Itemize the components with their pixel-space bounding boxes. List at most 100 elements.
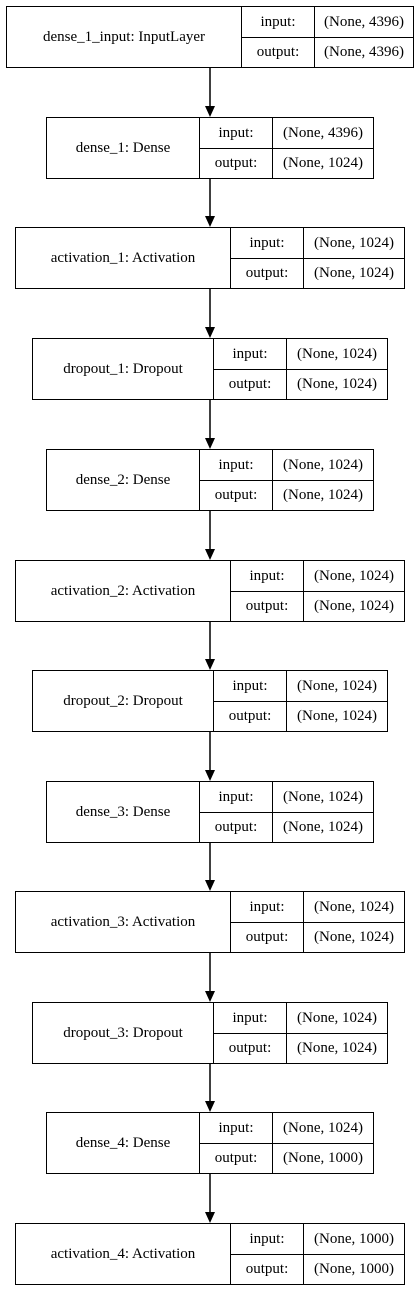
input-label: input:	[214, 671, 287, 701]
layer-name: activation_1: Activation	[16, 228, 231, 288]
output-shape: (None, 1024)	[297, 708, 377, 724]
output-label: output:	[200, 813, 273, 842]
arrow-head	[205, 1101, 215, 1112]
layer-name: activation_3: Activation	[16, 892, 231, 952]
input-row: input: (None, 1024)	[231, 561, 404, 591]
input-label: input:	[231, 228, 304, 258]
output-label: output:	[200, 481, 273, 510]
input-row: input:(None, 1024)	[231, 228, 404, 258]
output-label: output:	[214, 702, 287, 731]
output-row: output:(None, 1024)	[214, 369, 387, 399]
arrow-head	[205, 1212, 215, 1223]
input-shape: (None, 1024)	[297, 677, 377, 694]
output-row: output:(None, 1024)	[200, 812, 373, 842]
output-label: output:	[214, 370, 287, 399]
input-row: input: (None, 1024)	[231, 892, 404, 922]
input-label: input:	[200, 450, 273, 480]
output-label: output:	[242, 38, 315, 67]
input-row: input: (None, 4396)	[200, 118, 373, 148]
output-row: output:(None, 1024)	[231, 258, 404, 288]
input-row: input:(None, 4396)	[242, 7, 413, 37]
output-label: output:	[231, 592, 304, 621]
arrow-head	[205, 438, 215, 449]
output-shape: (None, 1024)	[314, 929, 394, 945]
input-row: input: (None, 1024)	[214, 339, 387, 369]
arrow-head	[205, 106, 215, 117]
input-shape: (None, 1024)	[297, 345, 377, 362]
output-shape: (None, 1000)	[314, 1261, 394, 1277]
layer-name: activation_2: Activation	[16, 561, 231, 621]
output-row: output: (None, 1024)	[231, 591, 404, 621]
layer-name: activation_4: Activation	[16, 1224, 231, 1284]
output-row: output: (None, 1024)	[200, 148, 373, 178]
input-shape: (None, 1024)	[283, 1119, 363, 1136]
output-row: output: (None, 1000)	[200, 1143, 373, 1173]
layer-io-table: input: (None, 1024) output:(None, 1024)	[200, 450, 373, 510]
input-row: input:(None, 1024)	[200, 1113, 373, 1143]
layer-name: dense_1_input: InputLayer	[7, 7, 242, 67]
output-shape: (None, 1000)	[283, 1150, 363, 1166]
input-row: input: (None, 1024)	[200, 450, 373, 480]
input-shape: (None, 4396)	[324, 13, 404, 30]
output-shape: (None, 1024)	[314, 598, 394, 614]
output-label: output:	[231, 259, 304, 288]
layer-io-table: input: (None, 1024) output: (None, 1024)	[231, 892, 404, 952]
input-shape: (None, 4396)	[283, 124, 363, 141]
layer-io-table: input:(None, 4396)output: (None, 4396)	[242, 7, 413, 67]
input-row: input: (None, 1024)	[200, 782, 373, 812]
input-label: input:	[231, 1224, 304, 1254]
input-label: input:	[231, 892, 304, 922]
input-label: input:	[214, 1003, 287, 1033]
layer-name: dense_1: Dense	[47, 118, 200, 178]
output-row: output: (None, 1024)	[231, 922, 404, 952]
output-shape: (None, 1024)	[297, 1040, 377, 1056]
input-shape: (None, 1024)	[297, 1009, 377, 1026]
layer-io-table: input: (None, 1000) output: (None, 1000)	[231, 1224, 404, 1284]
input-shape: (None, 1024)	[283, 788, 363, 805]
arrow-head	[205, 549, 215, 560]
arrow-head	[205, 659, 215, 670]
layer-io-table: input: (None, 1024) output: (None, 1024)	[214, 671, 387, 731]
layer-io-table: input: (None, 1024) output: (None, 1024)	[231, 561, 404, 621]
layer-io-table: input:(None, 1024)output: (None, 1000)	[200, 1113, 373, 1173]
layer-name: dropout_3: Dropout	[33, 1003, 214, 1063]
output-label: output:	[214, 1034, 287, 1063]
input-label: input:	[200, 118, 273, 148]
arrow-head	[205, 991, 215, 1002]
layer-name: dense_3: Dense	[47, 782, 200, 842]
input-label: input:	[214, 339, 287, 369]
layer-name: dense_4: Dense	[47, 1113, 200, 1173]
output-label: output:	[231, 923, 304, 952]
input-shape: (None, 1024)	[314, 898, 394, 915]
input-label: input:	[231, 561, 304, 591]
layer-name: dropout_2: Dropout	[33, 671, 214, 731]
input-row: input: (None, 1024)	[214, 1003, 387, 1033]
input-shape: (None, 1024)	[283, 456, 363, 473]
arrow-head	[205, 327, 215, 338]
output-shape: (None, 1024)	[283, 155, 363, 171]
input-shape: (None, 1024)	[314, 567, 394, 584]
output-label: output:	[200, 149, 273, 178]
layer-io-table: input: (None, 4396) output: (None, 1024)	[200, 118, 373, 178]
input-shape: (None, 1000)	[314, 1230, 394, 1247]
layer-io-table: input: (None, 1024) output:(None, 1024)	[214, 339, 387, 399]
input-label: input:	[200, 782, 273, 812]
layer-name: dropout_1: Dropout	[33, 339, 214, 399]
output-label: output:	[200, 1144, 273, 1173]
arrow-head	[205, 770, 215, 781]
output-row: output:(None, 1024)	[200, 480, 373, 510]
layer-io-table: input: (None, 1024) output:(None, 1024)	[200, 782, 373, 842]
output-label: output:	[231, 1255, 304, 1284]
